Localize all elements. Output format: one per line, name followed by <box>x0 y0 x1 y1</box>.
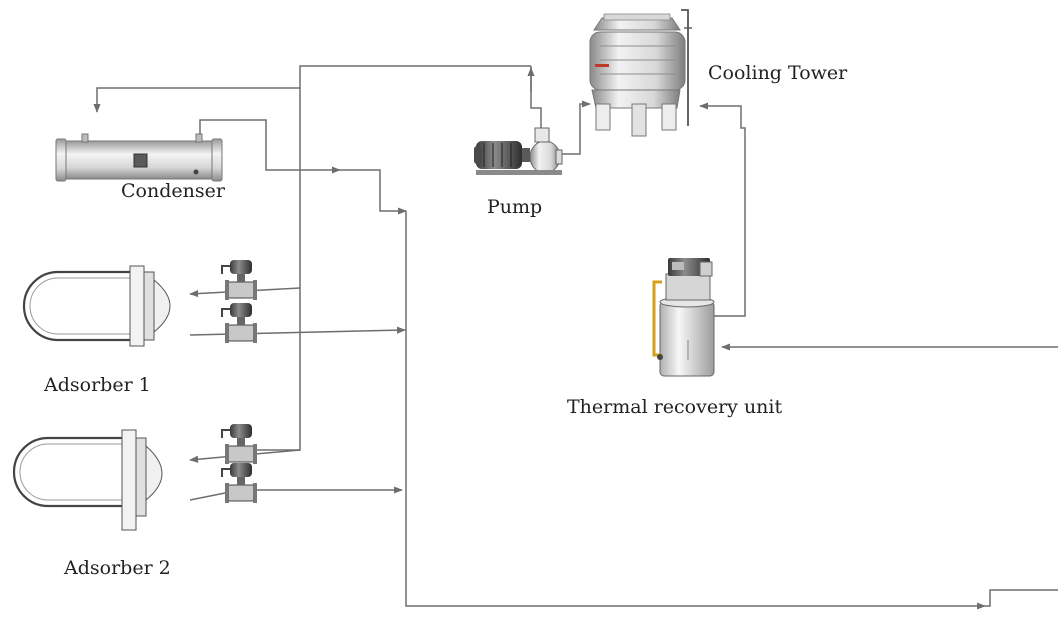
adsorber-2 <box>12 429 163 531</box>
cooling-tower <box>589 9 692 137</box>
label-condenser: Condenser <box>121 180 225 202</box>
pipe-supply-header <box>93 65 531 113</box>
pipe-return-upper <box>340 169 407 215</box>
tower-nameplate-mark <box>595 64 609 67</box>
condenser <box>55 133 223 182</box>
pipe-return-main <box>405 211 986 610</box>
pipe-adsorber2-outlet <box>189 486 403 501</box>
pipe-pump-to-tower <box>560 100 591 155</box>
pipe-pump-to-supply <box>530 66 542 130</box>
label-adsorber-2: Adsorber 2 <box>64 557 171 579</box>
valve-adsorber1-inlet <box>221 260 257 300</box>
label-thermal-recovery-unit: Thermal recovery unit <box>567 396 783 418</box>
pipe-condenser-outlet <box>199 119 341 174</box>
valve-adsorber2-outlet <box>221 463 257 503</box>
pump <box>474 127 563 175</box>
label-cooling-tower: Cooling Tower <box>708 62 848 84</box>
pipe-return-out <box>985 589 1058 607</box>
label-adsorber-1: Adsorber 1 <box>44 374 151 396</box>
adsorber-1 <box>22 265 171 347</box>
label-pump: Pump <box>487 196 543 218</box>
pipe-recovery-to-tower <box>699 102 746 317</box>
valve-adsorber1-outlet <box>221 303 257 343</box>
pipe-adsorber1-outlet <box>189 326 406 336</box>
valve-adsorber2-inlet <box>221 424 257 464</box>
pipe-supply-down <box>255 88 301 451</box>
thermal-recovery-unit <box>652 258 715 377</box>
